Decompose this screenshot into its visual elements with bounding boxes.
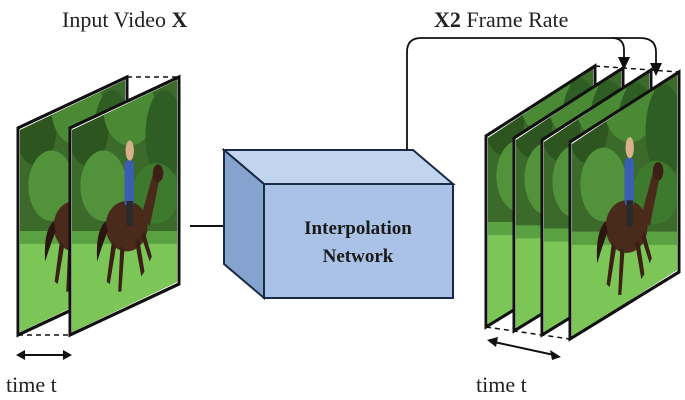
interpolation-network-box: Interpolation Network — [221, 147, 456, 301]
box-front-face — [263, 183, 454, 299]
input-frame-front — [68, 74, 181, 338]
input-frames — [16, 74, 181, 338]
output-title-symbol: X2 — [434, 7, 461, 32]
input-title-text: Input Video — [62, 7, 171, 32]
output-top-dash — [594, 65, 680, 73]
output-time-label: time t — [476, 372, 527, 397]
input-title-symbol: X — [171, 7, 187, 32]
input-time-label: time t — [6, 372, 57, 397]
output-frame-4 — [568, 69, 681, 342]
network-to-output-arrow — [406, 37, 662, 150]
input-video-title: Input Video X — [62, 7, 187, 32]
output-frames — [484, 63, 681, 342]
output-title-text: Frame Rate — [461, 7, 569, 32]
output-bottom-dash — [485, 326, 571, 340]
network-label-line1: Interpolation — [304, 218, 412, 239]
input-time-arrow — [16, 350, 72, 360]
output-frame-rate-title: X2 Frame Rate — [434, 7, 568, 32]
output-time-arrow — [487, 337, 561, 360]
network-label-line2: Network — [323, 246, 394, 267]
